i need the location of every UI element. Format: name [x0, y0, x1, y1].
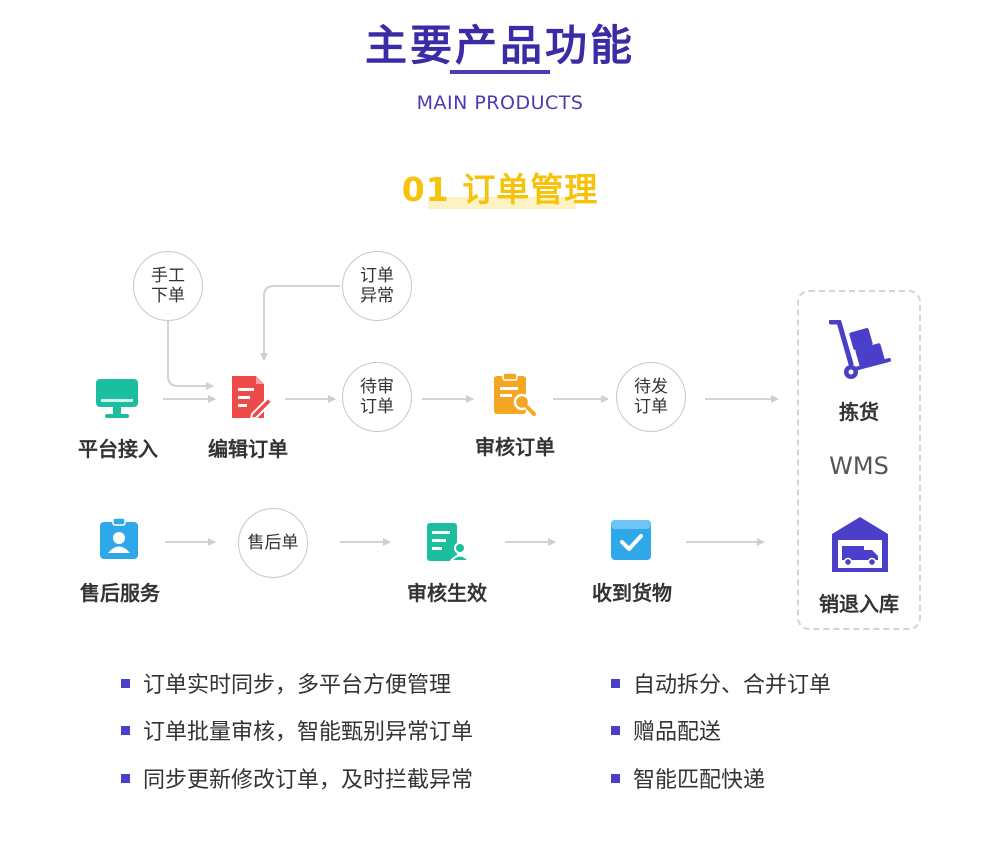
- box-check-icon: [611, 520, 651, 560]
- circle-pending-review: 待审订单: [342, 362, 412, 432]
- edit-document-icon: [232, 376, 272, 420]
- bullet-right-3: 智能匹配快递: [611, 762, 765, 794]
- circle-order-abnormal: 订单异常: [342, 251, 412, 321]
- node-review-effective: 审核生效: [407, 581, 487, 605]
- bullet-square-icon: [611, 773, 620, 783]
- bullet-square-icon: [121, 725, 130, 735]
- clipboard-search-icon: [494, 372, 536, 416]
- bullet-left-2: 订单批量审核，智能甄别异常订单: [121, 714, 473, 746]
- arrow-abnormal-to-edit: [260, 285, 340, 361]
- wms-return-stock: 销退入库: [819, 592, 899, 616]
- hand-truck-icon: [829, 320, 891, 379]
- node-review-order: 审核订单: [475, 435, 555, 459]
- bullet-square-icon: [121, 678, 130, 688]
- bullet-right-1: 自动拆分、合并订单: [611, 667, 831, 699]
- wms-pick: 拣货: [839, 400, 879, 424]
- arrow-manual-to-edit: [167, 320, 214, 390]
- circle-pending-ship: 待发订单: [616, 362, 686, 432]
- node-after-sales-service: 售后服务: [80, 581, 160, 605]
- page-subtitle: MAIN PRODUCTS: [416, 92, 584, 114]
- circle-after-sales-order: 售后单: [238, 508, 308, 578]
- node-receive-goods: 收到货物: [592, 581, 672, 605]
- circle-manual-order: 手工下单: [133, 251, 203, 321]
- monitor-icon: [96, 379, 138, 418]
- document-user-icon: [427, 523, 470, 562]
- wms-container: [797, 290, 921, 630]
- badge-user-icon: [100, 518, 138, 559]
- section-header: 01 订单管理: [0, 163, 1000, 211]
- bullet-square-icon: [611, 678, 620, 688]
- node-edit-order: 编辑订单: [208, 437, 288, 461]
- bullet-square-icon: [121, 773, 130, 783]
- bullet-right-2: 赠品配送: [611, 714, 721, 746]
- warehouse-truck-icon: [832, 517, 888, 572]
- section-title: 01 订单管理: [402, 163, 598, 211]
- node-platform-access: 平台接入: [78, 437, 158, 461]
- bullet-left-3: 同步更新修改订单，及时拦截异常: [121, 762, 473, 794]
- bullet-left-1: 订单实时同步，多平台方便管理: [121, 667, 451, 699]
- page-title: 主要产品功能: [364, 21, 635, 70]
- wms-label: WMS: [829, 452, 889, 480]
- bullet-square-icon: [611, 725, 620, 735]
- title-underline: [450, 70, 550, 74]
